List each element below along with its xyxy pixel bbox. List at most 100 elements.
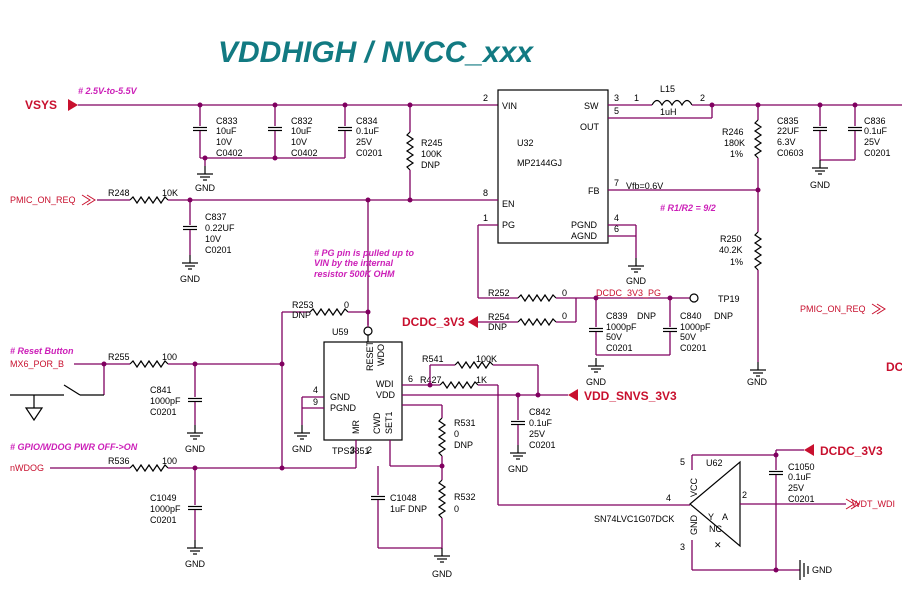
c841-value: 1000pF — [150, 396, 181, 406]
gnd-label-c842: GND — [508, 464, 529, 474]
gnd-symbol-c842 — [509, 444, 527, 460]
dcdc-3v3-pg-label: DCDC_3V3_PG — [596, 288, 661, 298]
c836-voltage: 25V — [864, 137, 880, 147]
c834-voltage: 25V — [356, 137, 372, 147]
c832-voltage: 10V — [291, 137, 307, 147]
dcdc-3v3-arrow-b — [804, 444, 814, 456]
r248-value: 10K — [162, 188, 178, 198]
pg-note-line2: VIN by the internal — [314, 258, 394, 268]
r250-symbol — [754, 231, 762, 271]
c832-package: C0402 — [291, 148, 318, 158]
u59-pin-reset: RESET — [365, 340, 375, 371]
c834-package: C0201 — [356, 148, 383, 158]
r255-ref: R255 — [108, 352, 130, 362]
tp19-testpoint — [689, 293, 699, 303]
r253-symbol — [309, 308, 349, 316]
vsys-port-arrow — [68, 99, 78, 111]
c835-package: C0603 — [777, 148, 804, 158]
c842-symbol — [510, 420, 526, 426]
u32-pin-out: OUT — [580, 122, 600, 132]
u32-pin-agnd: AGND — [571, 231, 598, 241]
u62-pin-y-num: 4 — [666, 493, 671, 503]
c1050-package: C0201 — [788, 494, 815, 504]
c836-value: 0.1uF — [864, 126, 888, 136]
c836-package: C0201 — [864, 148, 891, 158]
c1048-value: 1uF DNP — [390, 504, 427, 514]
mx6-por-b-label: MX6_POR_B — [10, 359, 64, 369]
c835-ref: C835 — [777, 116, 799, 126]
l15-pin2: 2 — [700, 93, 705, 103]
c840-value: 1000pF — [680, 322, 711, 332]
r252-symbol — [517, 294, 557, 302]
u62-pin-vcc-num: 5 — [680, 457, 685, 467]
pmic-on-req-right-port — [871, 303, 886, 315]
l15-value: 1uH — [660, 107, 677, 117]
c839-ref: C839 — [606, 311, 628, 321]
r532-symbol — [438, 479, 446, 519]
button-gnd-icon — [24, 407, 44, 422]
c842-value: 0.1uF — [529, 418, 553, 428]
u32-pin-fb: FB — [588, 186, 600, 196]
u62-pin-nc: NC — [709, 524, 722, 534]
dc-net-label: DC — [886, 360, 902, 374]
r248-ref: R248 — [108, 188, 130, 198]
c841-symbol — [187, 397, 203, 403]
c836-ref: C836 — [864, 116, 886, 126]
c840-voltage: 50V — [680, 332, 696, 342]
u59-ref: U59 — [332, 327, 349, 337]
r531-dnp: DNP — [454, 440, 473, 450]
c835-symbol — [812, 126, 828, 132]
pmic-on-req-left-port — [81, 194, 96, 206]
u59-pin-gnd: GND — [330, 392, 351, 402]
u32-pin-pgnd: PGND — [571, 220, 598, 230]
c1050-ref: C1050 — [788, 462, 815, 472]
gnd-symbol-divider — [749, 361, 767, 377]
c840-symbol — [662, 327, 678, 333]
u32-part: MP2144GJ — [517, 158, 562, 168]
dcdc-3v3-label-b: DCDC_3V3 — [820, 444, 883, 458]
c1050-value: 0.1uF — [788, 472, 812, 482]
u62-pin-gnd: GND — [689, 515, 699, 536]
r254-symbol — [517, 318, 557, 326]
u32-pin-out-num: 5 — [614, 106, 619, 116]
c1050-symbol — [768, 470, 784, 476]
nwdog-label: nWDOG — [10, 463, 44, 473]
u62-ref: U62 — [706, 458, 723, 468]
u32-body — [497, 89, 609, 244]
gnd-symbol-u59 — [293, 424, 311, 440]
r245-value: 100K — [421, 149, 442, 159]
vdd-snvs-3v3-label: VDD_SNVS_3V3 — [584, 389, 677, 403]
r532-value: 0 — [454, 504, 459, 514]
r250-tolerance: 1% — [730, 257, 743, 267]
gnd-label-u62: GND — [812, 565, 833, 575]
r250-value: 40.2K — [719, 245, 743, 255]
c835-value: 22UF — [777, 126, 800, 136]
r245-symbol — [406, 131, 414, 171]
u59-reset-bubble — [363, 326, 373, 336]
c842-voltage: 25V — [529, 429, 545, 439]
c1049-symbol — [187, 505, 203, 511]
gnd-symbol-u32 — [627, 257, 645, 273]
c1049-package: C0201 — [150, 515, 177, 525]
c839-package: C0201 — [606, 343, 633, 353]
u59-pin-vdd: VDD — [376, 390, 396, 400]
c835-voltage: 6.3V — [777, 137, 796, 147]
c834-value: 0.1uF — [356, 126, 380, 136]
c833-symbol — [192, 126, 208, 132]
gnd-label-pgcap: GND — [586, 377, 607, 387]
u32-pin-sw: SW — [584, 101, 599, 111]
vfb-note: Vfb=0.6V — [626, 181, 663, 191]
c840-dnp: DNP — [714, 311, 733, 321]
gnd-label-divider: GND — [747, 377, 768, 387]
dcdc-3v3-arrow-a — [468, 316, 478, 328]
gnd-label-u59: GND — [292, 444, 313, 454]
gpio-wdog-note: # GPIO/WDOG PWR OFF->ON — [10, 442, 138, 452]
r253-ref: R253 — [292, 300, 314, 310]
c839-voltage: 50V — [606, 332, 622, 342]
c837-symbol — [182, 225, 198, 231]
c842-ref: C842 — [529, 407, 551, 417]
tp19-label: TP19 — [718, 294, 740, 304]
r255-value: 100 — [162, 352, 177, 362]
c1049-ref: C1049 — [150, 493, 177, 503]
u32-pin-fb-num: 7 — [614, 178, 619, 188]
